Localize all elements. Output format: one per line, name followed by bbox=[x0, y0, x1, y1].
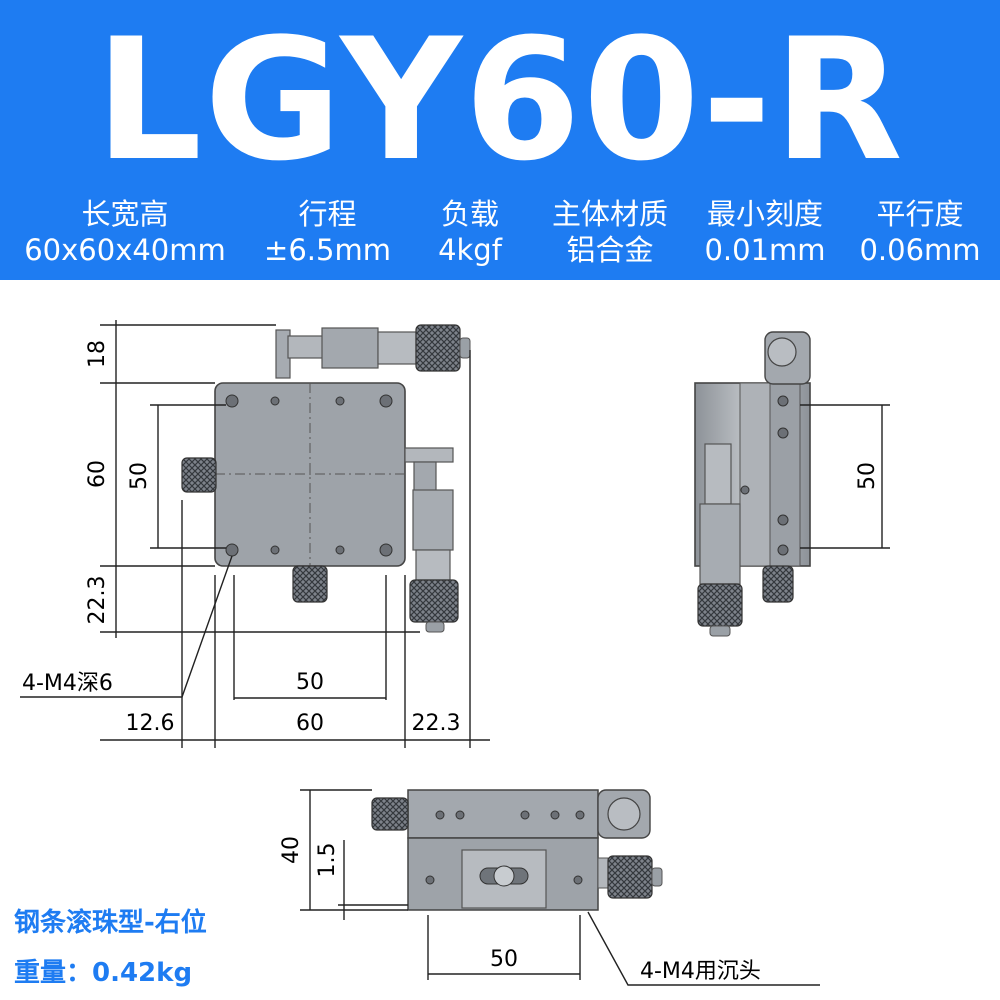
spec-value: 铝合金 bbox=[566, 233, 654, 267]
front-view-dimensions bbox=[300, 789, 820, 986]
dim-22-3-vertical: 22.3 bbox=[85, 576, 110, 625]
spec-value: ±6.5mm bbox=[264, 233, 391, 267]
spec-value: 0.06mm bbox=[859, 233, 981, 267]
spec-parallelism: 平行度 0.06mm bbox=[840, 196, 1000, 268]
top-view bbox=[181, 324, 471, 633]
product-title: LGY60-R bbox=[95, 2, 905, 198]
dim-1-5: 1.5 bbox=[315, 843, 340, 878]
thread-note-bottom: 4-M4用沉头 bbox=[640, 959, 761, 984]
spec-resolution: 最小刻度 0.01mm bbox=[690, 196, 840, 268]
dim-22-3-horizontal: 22.3 bbox=[412, 711, 461, 736]
dim-front-50: 50 bbox=[490, 947, 518, 972]
spec-label: 行程 bbox=[298, 197, 357, 231]
dim-40: 40 bbox=[279, 836, 304, 864]
spec-load: 负载 4kgf bbox=[410, 196, 530, 268]
stage-type-label: 钢条滚珠型-右位 bbox=[14, 908, 207, 938]
dim-60-horizontal: 60 bbox=[296, 711, 324, 736]
technical-drawing: 18 60 50 22.3 50 12.6 60 22.3 4-M4深6 bbox=[20, 320, 890, 986]
thread-note-top: 4-M4深6 bbox=[22, 671, 113, 696]
spec-travel: 行程 ±6.5mm bbox=[245, 196, 410, 268]
spec-dimensions: 长宽高 60x60x40mm bbox=[5, 196, 245, 268]
dim-side-50: 50 bbox=[855, 462, 880, 490]
spec-label: 最小刻度 bbox=[706, 197, 823, 231]
spec-label: 长宽高 bbox=[81, 197, 169, 231]
spec-value: 0.01mm bbox=[704, 233, 826, 267]
top-view-dimensions bbox=[20, 320, 490, 748]
header-banner: LGY60-R 长宽高 60x60x40mm 行程 ±6.5mm 负载 4kgf… bbox=[0, 0, 1000, 280]
side-view-dimensions bbox=[800, 404, 890, 549]
front-view bbox=[371, 789, 663, 911]
dim-50-horizontal: 50 bbox=[296, 670, 324, 695]
dim-60-vertical: 60 bbox=[85, 460, 110, 488]
side-view bbox=[694, 331, 811, 637]
dim-12-6: 12.6 bbox=[126, 711, 175, 736]
spec-value: 60x60x40mm bbox=[24, 233, 226, 267]
spec-label: 平行度 bbox=[876, 197, 964, 231]
weight-label: 重量：0.42kg bbox=[14, 958, 193, 988]
spec-label: 主体材质 bbox=[551, 197, 668, 231]
spec-material: 主体材质 铝合金 bbox=[530, 196, 690, 268]
spec-label: 负载 bbox=[440, 197, 499, 231]
spec-value: 4kgf bbox=[438, 233, 502, 267]
dim-50-vertical: 50 bbox=[127, 462, 152, 490]
dim-18: 18 bbox=[85, 340, 110, 368]
